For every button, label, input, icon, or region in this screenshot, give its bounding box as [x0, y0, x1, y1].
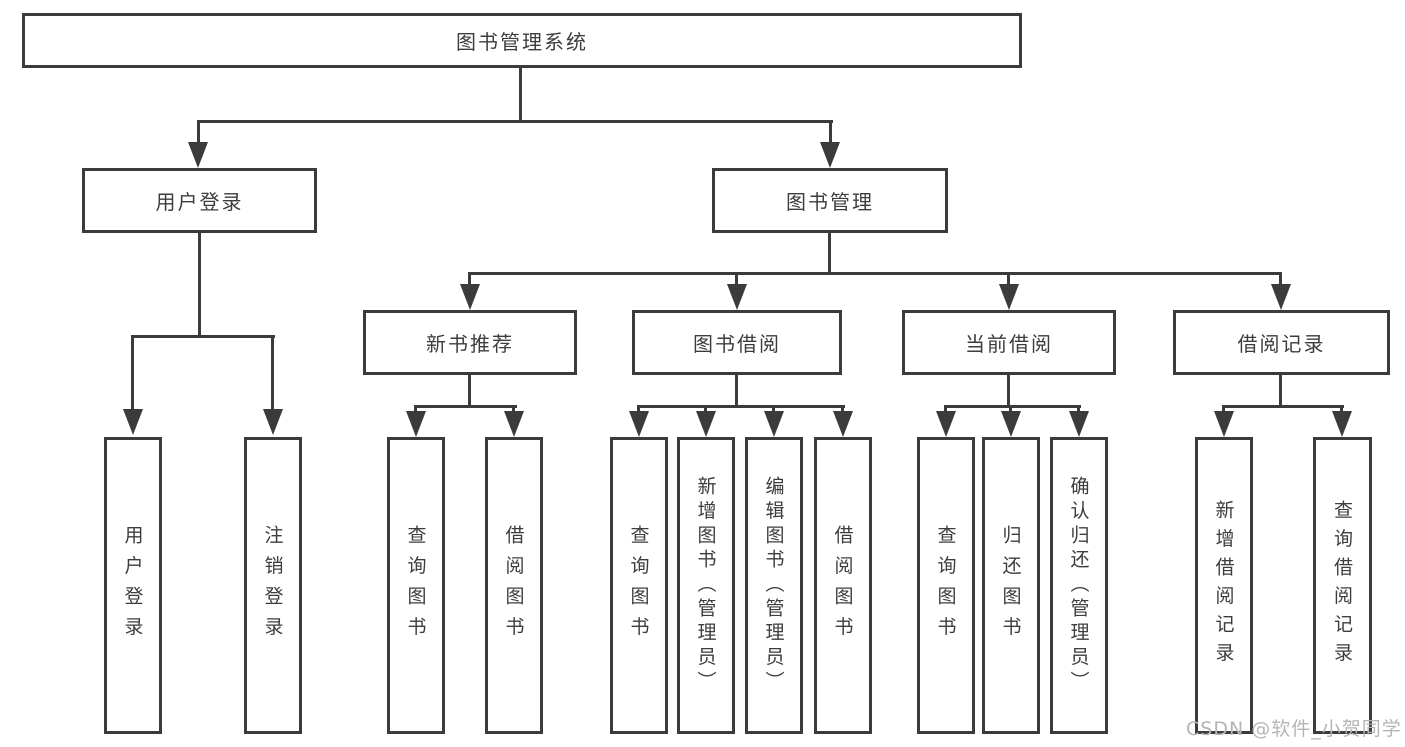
- connector-recommend-drop-1: [414, 405, 417, 413]
- leaf-add-book-admin: 新增图书（管理员）: [677, 437, 735, 734]
- connector-borrow-stem: [735, 375, 738, 406]
- connector-current-drop-1: [944, 405, 947, 413]
- connector-current-drop-2: [1009, 405, 1012, 413]
- connector-user-login-stem: [198, 233, 201, 335]
- connector-book-mgmt-drop-3: [1007, 272, 1010, 286]
- connector-records-drop-1: [1222, 405, 1225, 413]
- connector-borrow-drop-2: [704, 405, 707, 413]
- arrowhead: [936, 411, 956, 437]
- leaf-confirm-return-admin: 确认归还（管理员）: [1050, 437, 1108, 734]
- connector-book-mgmt-drop-4: [1279, 272, 1282, 286]
- leaf-query-books-borrow: 查询图书: [610, 437, 668, 734]
- arrowhead: [727, 284, 747, 310]
- connector-root-stem: [519, 68, 522, 121]
- arrowhead: [1001, 411, 1021, 437]
- connector-recommend-drop-2: [512, 405, 515, 413]
- connector-root-crossbar: [197, 120, 833, 123]
- arrowhead: [123, 409, 143, 435]
- leaf-logout: 注销登录: [244, 437, 302, 734]
- arrowhead: [1214, 411, 1234, 437]
- node-user-login: 用户登录: [82, 168, 317, 233]
- leaf-borrow-books-recommend: 借阅图书: [485, 437, 543, 734]
- arrowhead: [999, 284, 1019, 310]
- arrowhead: [696, 411, 716, 437]
- connector-borrow-drop-3: [772, 405, 775, 413]
- node-borrow-records: 借阅记录: [1173, 310, 1390, 375]
- leaf-user-login: 用户登录: [104, 437, 162, 734]
- connector-current-drop-3: [1077, 405, 1080, 413]
- connector-borrow-crossbar: [637, 405, 845, 408]
- connector-root-right-drop: [829, 120, 832, 143]
- leaf-return-book: 归还图书: [982, 437, 1040, 734]
- arrowhead: [504, 411, 524, 437]
- node-new-book-recommend: 新书推荐: [363, 310, 577, 375]
- arrowhead: [263, 409, 283, 435]
- connector-root-left-drop: [197, 120, 200, 143]
- node-current-borrow: 当前借阅: [902, 310, 1116, 375]
- connector-book-mgmt-drop-1: [468, 272, 471, 286]
- connector-current-crossbar: [944, 405, 1081, 408]
- watermark: CSDN @软件_小贺同学: [1186, 718, 1402, 740]
- leaf-query-borrow-record: 查询借阅记录: [1313, 437, 1372, 734]
- arrowhead: [1332, 411, 1352, 437]
- leaf-borrow-books-borrow: 借阅图书: [814, 437, 872, 734]
- connector-borrow-drop-1: [637, 405, 640, 413]
- connector-records-drop-2: [1340, 405, 1343, 413]
- connector-book-mgmt-crossbar: [468, 272, 1282, 275]
- leaf-query-books-current: 查询图书: [917, 437, 975, 734]
- leaf-edit-book-admin: 编辑图书（管理员）: [745, 437, 803, 734]
- connector-current-stem: [1007, 375, 1010, 406]
- node-book-management: 图书管理: [712, 168, 948, 233]
- connector-book-mgmt-drop-2: [735, 272, 738, 286]
- connector-records-stem: [1279, 375, 1282, 406]
- connector-recommend-stem: [468, 375, 471, 406]
- leaf-add-borrow-record: 新增借阅记录: [1195, 437, 1253, 734]
- connector-records-crossbar: [1222, 405, 1344, 408]
- leaf-query-books-recommend: 查询图书: [387, 437, 445, 734]
- arrowhead: [1069, 411, 1089, 437]
- connector-recommend-crossbar: [414, 405, 517, 408]
- arrowhead: [460, 284, 480, 310]
- connector-user-login-drop-1: [131, 335, 134, 409]
- arrowhead: [833, 411, 853, 437]
- connector-book-mgmt-stem: [828, 233, 831, 273]
- connector-borrow-drop-4: [841, 405, 844, 413]
- arrowhead: [1271, 284, 1291, 310]
- arrowhead: [764, 411, 784, 437]
- connector-user-login-drop-2: [271, 335, 274, 409]
- node-book-borrow: 图书借阅: [632, 310, 842, 375]
- node-root: 图书管理系统: [22, 13, 1022, 68]
- arrowhead: [820, 142, 840, 168]
- connector-user-login-crossbar: [131, 335, 275, 338]
- arrowhead: [406, 411, 426, 437]
- arrowhead: [188, 142, 208, 168]
- arrowhead: [629, 411, 649, 437]
